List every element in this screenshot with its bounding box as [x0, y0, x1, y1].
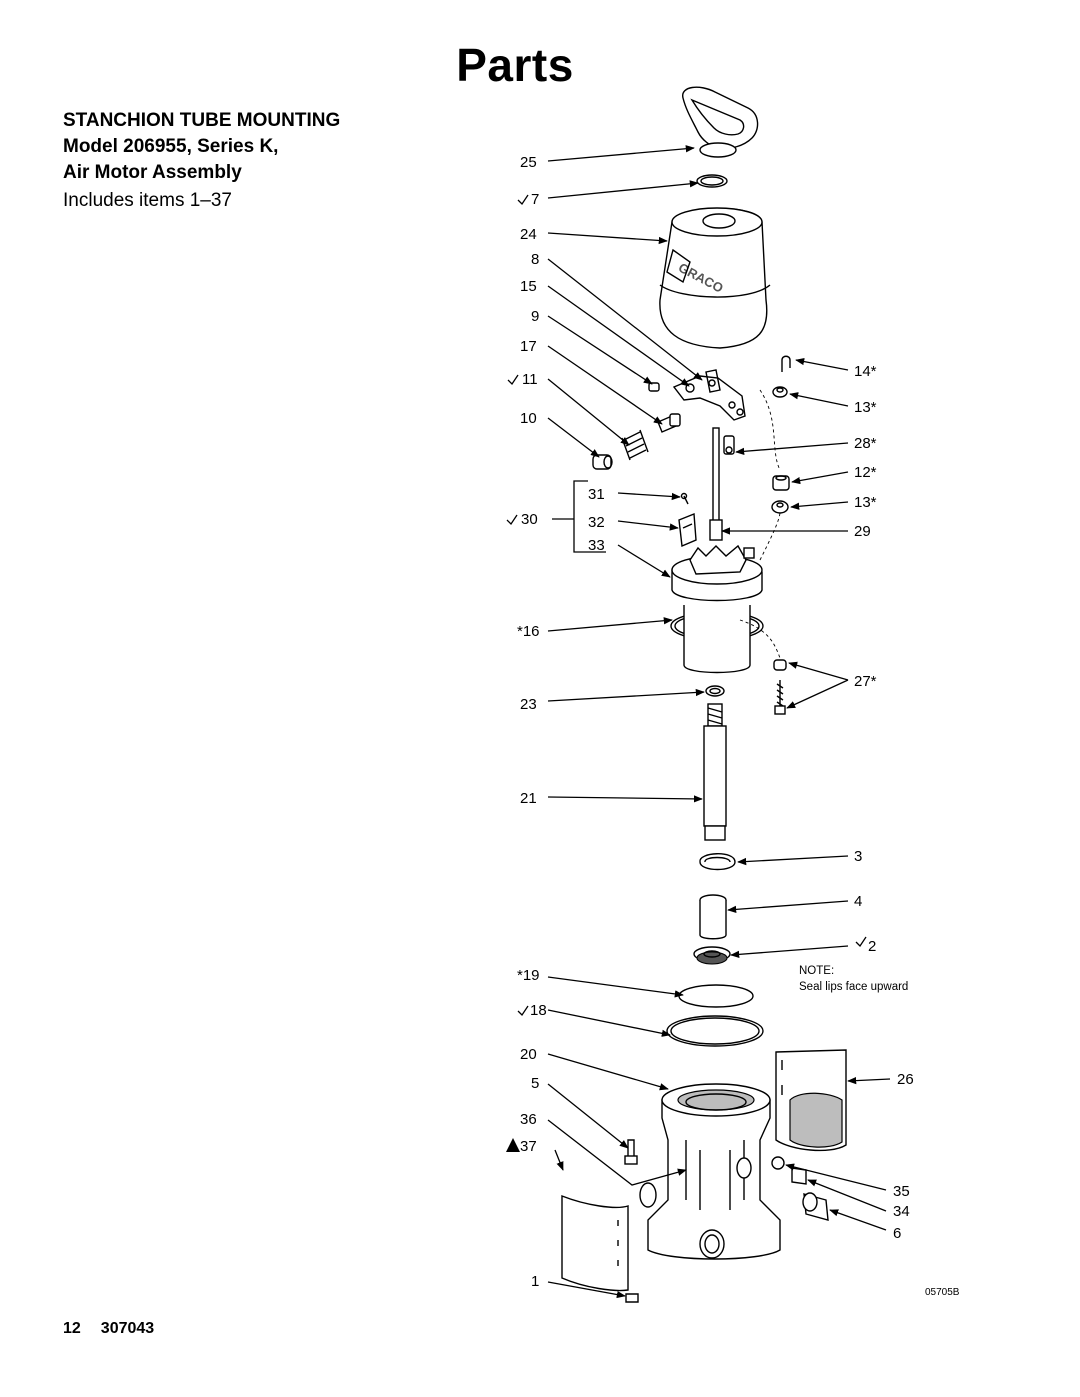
- callout-28: 28*: [854, 435, 877, 452]
- clip-part-14: [781, 355, 791, 372]
- nut-part-13-upper: [772, 386, 788, 398]
- callout-14: 14*: [854, 363, 877, 380]
- callout-24: 24: [520, 226, 537, 243]
- page-footer: 12 307043: [63, 1320, 154, 1338]
- valve-part-6: [802, 1192, 829, 1221]
- cap-part: [592, 454, 613, 470]
- bushing-part-4: [699, 894, 727, 940]
- screw-part-5: [624, 1139, 638, 1165]
- trip-rod-part-29: [709, 427, 723, 541]
- callout-18: 18: [530, 1002, 547, 1019]
- screw-part-31: [680, 492, 689, 505]
- heading-line-2: Model 206955, Series K,: [63, 136, 279, 157]
- base-part-20: [639, 1083, 781, 1260]
- callout-36: 36: [520, 1111, 537, 1128]
- screw-part-1: [625, 1293, 639, 1303]
- valve-part-11: [657, 413, 681, 433]
- pin-part-17: [648, 382, 660, 392]
- callout-11: 11: [522, 371, 538, 388]
- warning-triangle-icon: [506, 1138, 520, 1152]
- nut-part-13-lower: [771, 500, 789, 514]
- callout-12: 12*: [854, 464, 877, 481]
- callout-16: *16: [517, 623, 540, 640]
- check-mark-icon: [507, 374, 519, 386]
- seal-part-2: [693, 946, 731, 965]
- includes-items: Includes items 1–37: [63, 190, 232, 211]
- shield-part-26: [775, 1049, 847, 1152]
- callout-32: 32: [588, 514, 605, 531]
- callout-4: 4: [854, 893, 862, 910]
- heading-line-3: Air Motor Assembly: [63, 162, 242, 183]
- cover-part-24: GRACO: [659, 207, 771, 349]
- gasket-part-19: [678, 984, 754, 1008]
- figure-id: 05705B: [925, 1287, 960, 1298]
- o-ring-part-18: [666, 1015, 764, 1047]
- section-heading: STANCHION TUBE MOUNTING Model 206955, Se…: [63, 108, 340, 214]
- callout-34: 34: [893, 1203, 910, 1220]
- callout-1: 1: [531, 1273, 539, 1290]
- nut-part-12: [772, 475, 790, 491]
- check-mark-icon: [517, 194, 529, 206]
- callout-6: 6: [893, 1225, 901, 1242]
- page-number: 12: [63, 1320, 81, 1337]
- fitting-part-35: [771, 1156, 785, 1170]
- callout-17: 17: [520, 338, 537, 355]
- check-mark-icon: [506, 514, 518, 526]
- callout-10: 10: [520, 410, 537, 427]
- retaining-ring-part-3: [699, 853, 736, 871]
- piston-skirt: [683, 605, 751, 674]
- callout-33: 33: [588, 537, 605, 554]
- callout-7: 7: [531, 191, 539, 208]
- callout-3: 3: [854, 848, 862, 865]
- callout-20: 20: [520, 1046, 537, 1063]
- callout-37: 37: [520, 1138, 537, 1155]
- fitting-part-34: [791, 1167, 807, 1185]
- label-part-37: [561, 1194, 629, 1292]
- callout-29: 29: [854, 523, 871, 540]
- document-number: 307043: [100, 1320, 155, 1337]
- o-ring-part-23: [705, 685, 725, 697]
- callout-5: 5: [531, 1075, 539, 1092]
- check-mark-icon: [517, 1005, 529, 1017]
- fitting-part-28: [723, 435, 735, 455]
- callout-2: 2: [868, 938, 876, 955]
- screw-part-27: [773, 659, 787, 715]
- check-mark-icon: [855, 936, 867, 948]
- callout-13b: 13*: [854, 494, 877, 511]
- callout-19: *19: [517, 967, 540, 984]
- handle-part-25: [682, 86, 759, 158]
- callout-30: 30: [521, 511, 538, 528]
- valve-plate-assembly: [672, 369, 746, 421]
- callout-25: 25: [520, 154, 537, 171]
- callout-9: 9: [531, 308, 539, 325]
- o-ring-part-7: [696, 174, 728, 188]
- callout-35: 35: [893, 1183, 910, 1200]
- callout-23: 23: [520, 696, 537, 713]
- callout-15: 15: [520, 278, 537, 295]
- callout-8: 8: [531, 251, 539, 268]
- piston-part-33: [671, 544, 763, 602]
- callout-27: 27*: [854, 673, 877, 690]
- callout-13a: 13*: [854, 399, 877, 416]
- callout-31: 31: [588, 486, 605, 503]
- callout-26: 26: [897, 1071, 914, 1088]
- bracket-part-32: [678, 512, 697, 548]
- spring-part-10: [621, 429, 649, 461]
- callout-21: 21: [520, 790, 537, 807]
- note-label: NOTE:: [799, 965, 834, 977]
- page-title: Parts: [456, 39, 574, 91]
- note-text: Seal lips face upward: [799, 981, 908, 993]
- heading-line-1: STANCHION TUBE MOUNTING: [63, 110, 341, 131]
- rod-part-21: [703, 703, 727, 841]
